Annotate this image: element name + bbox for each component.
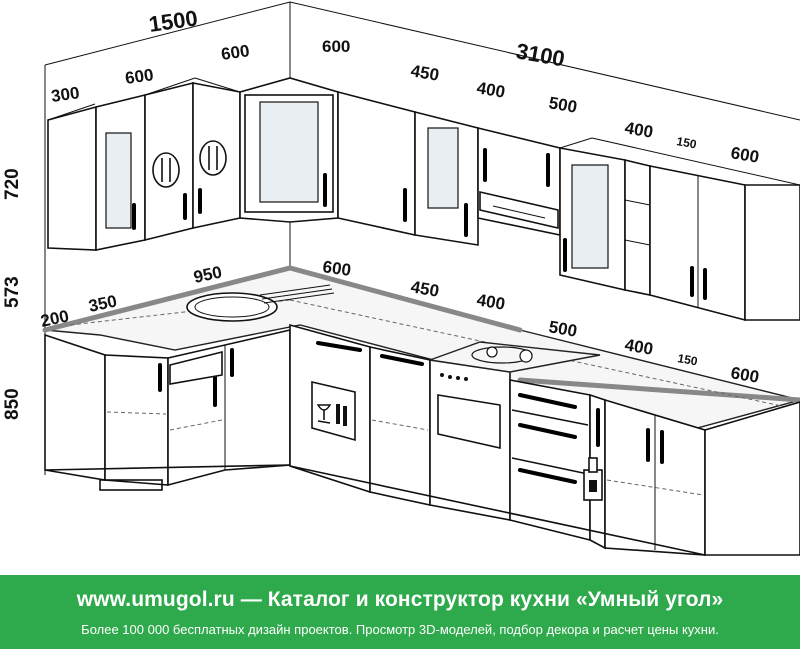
sink-icon xyxy=(186,284,335,322)
dimension-labels: 1500 3100 720 573 850 300 600 600 600 45… xyxy=(2,5,761,420)
upper-glass-door-left xyxy=(105,132,132,229)
fork-knife-icon xyxy=(199,140,227,176)
upper-glass-door-right xyxy=(427,127,459,209)
dim-base-8: 400 xyxy=(623,335,654,359)
dim-top-1: 300 xyxy=(50,83,81,106)
dim-top-6: 400 xyxy=(475,78,506,102)
dim-top-4: 600 xyxy=(322,37,350,56)
kitchen-drawing: 1500 3100 720 573 850 300 600 600 600 45… xyxy=(2,1,800,556)
upper-glass-door-far xyxy=(571,164,609,269)
dim-base-height: 850 xyxy=(2,388,23,420)
footer-title[interactable]: www.umugol.ru — Каталог и конструктор ку… xyxy=(76,588,724,611)
dim-top-3: 600 xyxy=(220,41,251,64)
upper-corner-cabinet xyxy=(239,77,339,223)
dim-base-9: 150 xyxy=(676,351,698,368)
dim-upper-height: 720 xyxy=(2,168,23,200)
dim-top-8: 400 xyxy=(623,118,654,142)
footer-subtitle: Более 100 000 бесплатных дизайн проектов… xyxy=(81,622,719,637)
stove-burner-icon xyxy=(471,346,533,364)
dim-base-4: 600 xyxy=(321,257,352,280)
upper-cabinets-right xyxy=(337,90,800,322)
base-cabinets-left xyxy=(44,328,291,491)
dim-base-5: 450 xyxy=(409,277,440,301)
dim-top-7: 500 xyxy=(547,93,578,117)
dim-gap-height: 573 xyxy=(2,276,23,308)
fork-knife-icon xyxy=(152,152,180,188)
base-cabinets-right xyxy=(289,323,800,556)
countertop xyxy=(42,265,800,431)
dim-top-9: 150 xyxy=(675,134,697,151)
dim-top-10: 600 xyxy=(729,143,760,167)
dim-base-7: 500 xyxy=(547,317,578,341)
bottle-icon xyxy=(583,457,603,501)
dim-top-5: 450 xyxy=(409,61,440,85)
dim-base-3: 950 xyxy=(192,262,224,286)
upper-glass-door-corner xyxy=(259,101,319,203)
dim-total-right: 3100 xyxy=(514,38,567,71)
dim-base-10: 600 xyxy=(729,363,760,387)
footer-banner: www.umugol.ru — Каталог и конструктор ку… xyxy=(0,575,800,649)
dim-base-6: 400 xyxy=(475,290,506,314)
dim-top-2: 600 xyxy=(124,65,155,88)
wine-glass-icon xyxy=(316,404,332,424)
dim-total-left: 1500 xyxy=(147,5,199,37)
range-hood xyxy=(479,190,559,230)
upper-cabinets-left xyxy=(47,77,241,251)
